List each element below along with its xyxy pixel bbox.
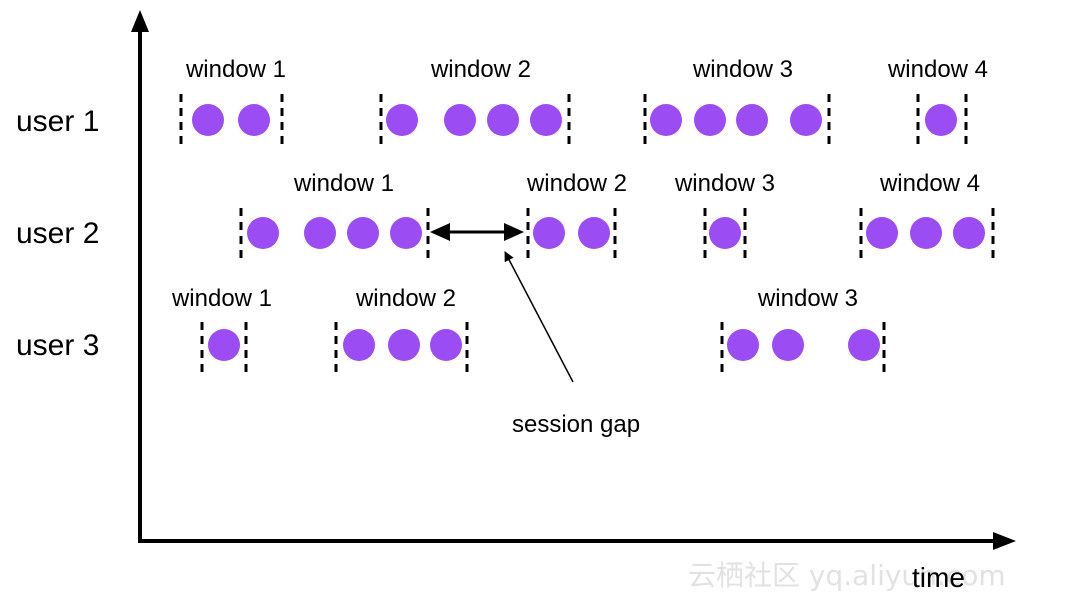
u1-w3-event-1 bbox=[650, 104, 682, 136]
u2-w4-event-3 bbox=[953, 217, 985, 249]
u1-w3-event-4 bbox=[790, 104, 822, 136]
u1-window-4-title: window 4 bbox=[887, 56, 988, 83]
u1-w1-event-1 bbox=[192, 104, 224, 136]
u1-window-2-title: window 2 bbox=[430, 56, 531, 83]
u2-window-1-title: window 1 bbox=[293, 170, 394, 197]
u2-w3-event-1 bbox=[709, 217, 741, 249]
u2-w4-event-2 bbox=[910, 217, 942, 249]
u3-w2-event-3 bbox=[430, 329, 462, 361]
row-label-user-2: user 2 bbox=[16, 217, 99, 250]
u2-w1-event-2 bbox=[304, 217, 336, 249]
u2-window-4-title: window 4 bbox=[879, 170, 980, 197]
u1-w1-event-2 bbox=[238, 104, 270, 136]
u1-w2-event-1 bbox=[386, 104, 418, 136]
u1-window-1-title: window 1 bbox=[185, 56, 286, 83]
session-gap-label: session gap bbox=[512, 411, 640, 438]
u2-window-3-title: window 3 bbox=[674, 170, 775, 197]
u1-w4-event-1 bbox=[925, 104, 957, 136]
session-gap-left-arrowhead bbox=[430, 223, 450, 241]
session-gap-right-arrowhead bbox=[504, 223, 524, 241]
row-label-user-3: user 3 bbox=[16, 329, 99, 362]
x-axis-label: time bbox=[912, 562, 965, 593]
u2-w1-event-3 bbox=[347, 217, 379, 249]
x-axis-arrowhead bbox=[993, 532, 1016, 550]
u3-w2-event-2 bbox=[388, 329, 420, 361]
u3-w3-event-3 bbox=[848, 329, 880, 361]
events bbox=[192, 104, 985, 361]
u2-w1-event-1 bbox=[247, 217, 279, 249]
u1-w2-event-3 bbox=[487, 104, 519, 136]
u1-w2-event-4 bbox=[530, 104, 562, 136]
u3-window-1-title: window 1 bbox=[171, 285, 272, 312]
u1-w2-event-2 bbox=[444, 104, 476, 136]
session-gap-arrow bbox=[430, 223, 524, 241]
watermark: 云栖社区 yq.aliyun.com bbox=[688, 559, 1006, 592]
session-gap-pointer bbox=[504, 251, 574, 383]
u2-w1-event-4 bbox=[390, 217, 422, 249]
window-boundaries bbox=[179, 94, 995, 374]
u3-w1-event-1 bbox=[208, 329, 240, 361]
y-axis-arrowhead bbox=[131, 10, 149, 32]
u1-w3-event-3 bbox=[736, 104, 768, 136]
u1-w3-event-2 bbox=[694, 104, 726, 136]
u2-w2-event-2 bbox=[578, 217, 610, 249]
u2-w2-event-1 bbox=[533, 217, 565, 249]
u3-w2-event-1 bbox=[343, 329, 375, 361]
u2-w4-event-1 bbox=[866, 217, 898, 249]
u3-window-3-title: window 3 bbox=[757, 285, 858, 312]
u3-w3-event-2 bbox=[772, 329, 804, 361]
u3-window-2-title: window 2 bbox=[355, 285, 456, 312]
row-label-user-1: user 1 bbox=[16, 105, 99, 138]
u3-w3-event-1 bbox=[727, 329, 759, 361]
u2-window-2-title: window 2 bbox=[526, 170, 627, 197]
u1-window-3-title: window 3 bbox=[692, 56, 793, 83]
